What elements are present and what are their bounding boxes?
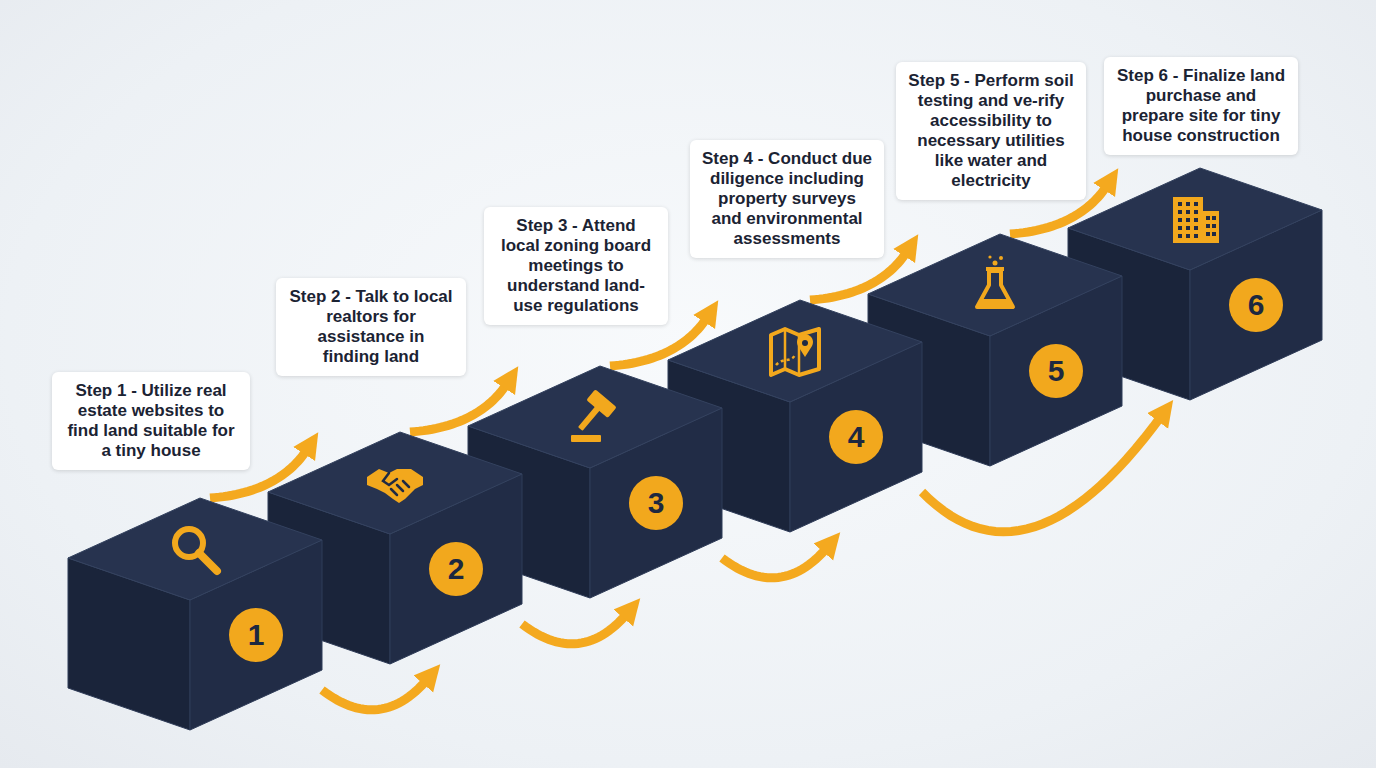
step-text: Step 6 - Finalize land purchase and prep… bbox=[1115, 66, 1287, 146]
flow-arrow bbox=[322, 678, 428, 710]
step-callout: Step 6 - Finalize land purchase and prep… bbox=[1104, 57, 1298, 155]
step-icon bbox=[771, 329, 819, 375]
step-text: Step 2 - Talk to local realtors for assi… bbox=[287, 287, 455, 367]
step-text: Step 3 - Attend local zoning board meeti… bbox=[495, 216, 657, 316]
flow-arrow bbox=[522, 612, 628, 644]
cube-top-face bbox=[1068, 168, 1322, 270]
step-number: 4 bbox=[848, 422, 865, 452]
step-callout: Step 5 - Perform soil testing and ve-rif… bbox=[896, 62, 1086, 200]
step-text: Step 4 - Conduct due diligence including… bbox=[701, 149, 873, 249]
step-number: 3 bbox=[648, 488, 665, 518]
step-callout: Step 1 - Utilize real estate websites to… bbox=[52, 372, 250, 470]
number-badge: 5 bbox=[1029, 344, 1083, 398]
step-icon bbox=[1173, 197, 1219, 243]
step-number: 6 bbox=[1248, 290, 1265, 320]
step-icon bbox=[175, 529, 217, 571]
number-badge: 1 bbox=[229, 608, 283, 662]
step-icon bbox=[977, 255, 1013, 307]
number-badge: 4 bbox=[829, 410, 883, 464]
number-badge: 6 bbox=[1229, 278, 1283, 332]
step-number: 2 bbox=[448, 554, 465, 584]
number-badge: 2 bbox=[429, 542, 483, 596]
step-text: Step 1 - Utilize real estate websites to… bbox=[63, 381, 239, 461]
step-callout: Step 2 - Talk to local realtors for assi… bbox=[276, 278, 466, 376]
number-badge: 3 bbox=[629, 476, 683, 530]
step-text: Step 5 - Perform soil testing and ve-rif… bbox=[907, 71, 1075, 191]
step-callout: Step 3 - Attend local zoning board meeti… bbox=[484, 207, 668, 325]
step-number: 1 bbox=[248, 620, 265, 650]
flow-arrow bbox=[722, 546, 828, 578]
step-icon bbox=[367, 469, 423, 503]
cube-shape bbox=[68, 498, 322, 730]
step-number: 5 bbox=[1048, 356, 1065, 386]
step-cube: 1 bbox=[68, 498, 322, 730]
step-icon bbox=[570, 389, 617, 442]
step-callout: Step 4 - Conduct due diligence including… bbox=[690, 140, 884, 258]
